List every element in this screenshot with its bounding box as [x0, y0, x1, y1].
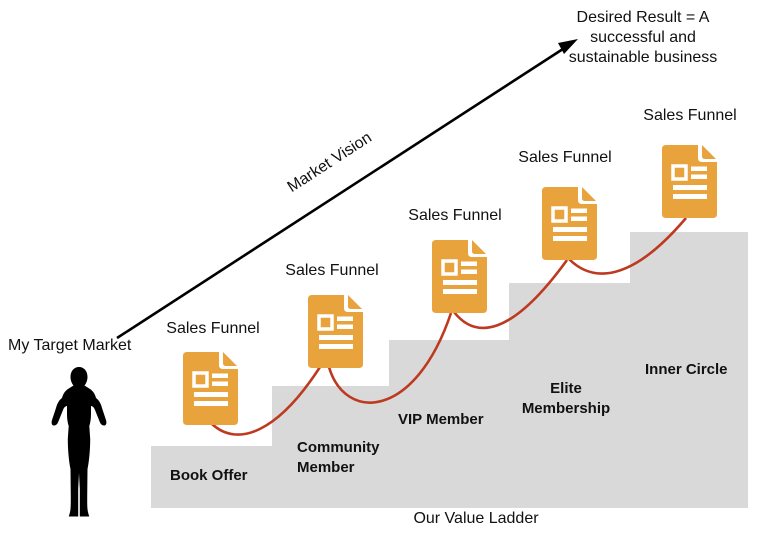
document-icon-5: [662, 145, 717, 218]
step-label-vip-member: VIP Member: [398, 411, 484, 428]
sales-funnel-label-2: Sales Funnel: [285, 262, 379, 279]
value-ladder-title: Our Value Ladder: [413, 510, 539, 527]
sales-funnel-label-4: Sales Funnel: [518, 149, 612, 166]
step-label-elite-membership: Elite Membership: [521, 380, 611, 417]
step-inner-circle: [630, 232, 748, 508]
sales-funnel-label-5: Sales Funnel: [643, 107, 737, 124]
step-label-community-member: Community Member: [297, 439, 380, 476]
target-market-person-icon: [51, 367, 107, 517]
desired-result-label: Desired Result = A successful and sustai…: [568, 9, 718, 66]
target-market-label: My Target Market: [8, 337, 132, 354]
sales-funnel-label-1: Sales Funnel: [166, 320, 260, 337]
document-icon-1: [183, 352, 238, 425]
sales-funnel-label-3: Sales Funnel: [408, 207, 502, 224]
step-book-offer: [151, 446, 272, 508]
document-icon-2: [308, 295, 363, 368]
step-label-book-offer: Book Offer: [170, 467, 248, 484]
market-vision-label: Market Vision: [284, 129, 375, 197]
document-icon-4: [542, 187, 597, 260]
document-icon-3: [432, 240, 487, 313]
step-label-inner-circle: Inner Circle: [645, 361, 728, 378]
